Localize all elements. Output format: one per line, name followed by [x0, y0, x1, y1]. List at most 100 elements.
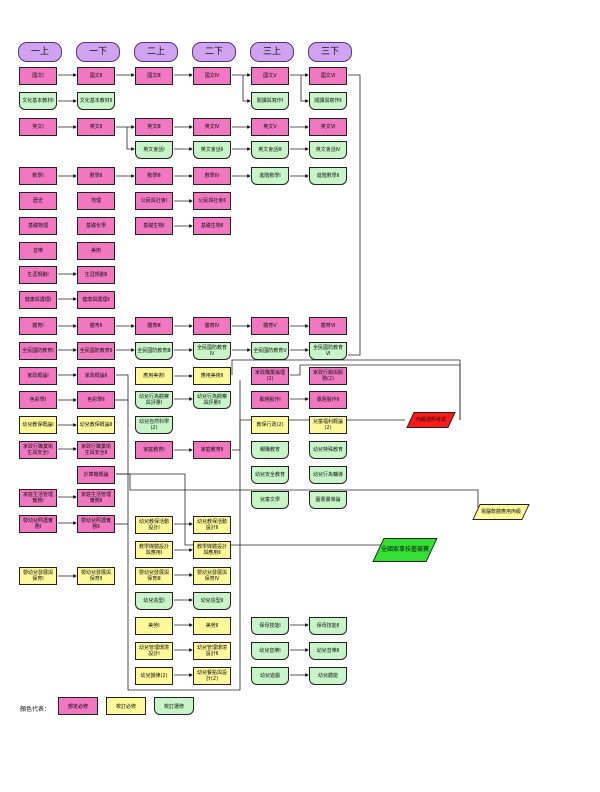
course-box-c3: 國文Ⅲ — [135, 67, 173, 85]
course-box-c61: 幼兒行為觀察與評量Ⅰ — [135, 391, 173, 409]
course-box-c43: 體育Ⅲ — [135, 317, 173, 335]
course-box-c32: 基礎化學 — [77, 217, 115, 235]
course-box-c12: 英文Ⅱ — [77, 118, 115, 136]
header-grade2-spring: 二下 — [192, 42, 236, 62]
course-box-c57: 家政職業倫理(2) — [251, 367, 289, 385]
course-box-c9: 閱讀與寫作Ⅰ — [251, 92, 289, 110]
course-box-c99: 幼兒管理環境設計Ⅰ — [135, 642, 173, 660]
course-box-c45: 體育Ⅴ — [251, 317, 289, 335]
course-box-c75: 幼兒特殊教育 — [309, 441, 347, 459]
course-box-c59: 色彩學Ⅰ — [19, 391, 57, 409]
course-box-c87: 教學媒體設計與應用Ⅰ — [135, 541, 173, 559]
yellow-cert-tag: 電腦軟體應用丙級 — [472, 504, 530, 520]
course-box-c37: 生涯規劃Ⅰ — [19, 266, 57, 284]
header-grade3-spring: 三下 — [308, 42, 352, 62]
course-box-c64: 專題製作Ⅱ — [309, 391, 347, 409]
header-grade2-fall: 二上 — [134, 42, 178, 62]
course-box-c73: 家庭教育Ⅱ — [193, 441, 231, 459]
course-box-c30: 公民與社會Ⅱ — [193, 192, 231, 210]
course-box-c40: 健康與護理Ⅱ — [77, 291, 115, 309]
course-box-c97: 保母技能Ⅰ — [251, 617, 289, 635]
course-box-c83: 嬰幼兒照護實務Ⅰ — [19, 515, 57, 533]
course-box-c96: 美勞Ⅱ — [193, 617, 231, 635]
course-box-c7: 文化基本教材Ⅰ — [19, 92, 57, 110]
course-box-c93: 幼兒造型Ⅰ — [135, 592, 173, 610]
course-box-c1: 國文Ⅰ — [19, 67, 57, 85]
course-box-c76: 計算機概論 — [77, 466, 115, 484]
header-grade1-spring: 一下 — [76, 42, 120, 62]
red-cert-tag: 丙級證照考試 — [406, 412, 456, 428]
course-box-c6: 國文Ⅵ — [309, 67, 347, 85]
course-box-c36: 美術 — [77, 242, 115, 260]
course-box-c88: 教學媒體設計與應用Ⅱ — [193, 541, 231, 559]
course-box-c34: 基礎生物Ⅱ — [193, 217, 231, 235]
course-box-c66: 幼兒教保概論Ⅱ — [77, 416, 115, 434]
course-box-c62: 幼兒行為觀察與評量Ⅱ — [193, 391, 231, 409]
course-box-c69: 兒童福利概論(2) — [309, 416, 347, 434]
header-grade1-fall: 一上 — [18, 42, 62, 62]
legend-green: 校訂選修 — [154, 697, 194, 715]
course-box-c24: 數學Ⅳ — [193, 167, 231, 185]
course-box-c41: 體育Ⅰ — [19, 317, 57, 335]
course-box-c27: 歷史 — [19, 192, 57, 210]
course-box-c106: 幼兒體能 — [309, 667, 347, 685]
course-box-c22: 數學Ⅱ — [77, 167, 115, 185]
course-box-c48: 全民國防教育Ⅱ — [77, 342, 115, 360]
course-box-c70: 家政行職業衛生與安全Ⅰ — [19, 441, 57, 459]
course-box-c33: 基礎生物Ⅰ — [135, 217, 173, 235]
course-box-c79: 兒童文學 — [251, 491, 289, 509]
course-box-c35: 音樂 — [19, 242, 57, 260]
course-box-c77: 幼兒安全教育 — [251, 466, 289, 484]
course-box-c19: 英文會話Ⅲ — [251, 141, 289, 159]
course-box-c60: 色彩學Ⅱ — [77, 391, 115, 409]
course-box-c8: 文化基本教材Ⅱ — [77, 92, 115, 110]
course-box-c55: 應用美術Ⅰ — [135, 367, 173, 385]
course-box-c17: 英文會話Ⅰ — [135, 141, 173, 159]
course-box-c52: 全民國防教育Ⅵ — [309, 342, 347, 360]
course-box-c15: 英文Ⅴ — [251, 118, 289, 136]
course-box-c16: 英文Ⅵ — [309, 118, 347, 136]
legend-pink: 部定必修 — [58, 697, 98, 715]
course-box-c92: 嬰幼兒發展與保育Ⅳ — [193, 567, 231, 585]
course-box-c94: 幼兒造型Ⅱ — [193, 592, 231, 610]
course-box-c2: 國文Ⅱ — [77, 67, 115, 85]
course-box-c11: 英文Ⅰ — [19, 118, 57, 136]
course-box-c82: 家庭生活管理實務Ⅱ — [77, 489, 115, 507]
course-box-c29: 公民與社會Ⅰ — [135, 192, 173, 210]
course-box-c5: 國文Ⅴ — [251, 67, 289, 85]
course-box-c14: 英文Ⅳ — [193, 118, 231, 136]
course-box-c102: 幼兒音樂Ⅱ — [309, 642, 347, 660]
legend-yellow: 校訂必修 — [106, 697, 146, 715]
course-box-c78: 幼兒行為輔導 — [309, 466, 347, 484]
course-box-c38: 生涯規劃Ⅱ — [77, 266, 115, 284]
course-box-c74: 親職教育 — [251, 441, 289, 459]
course-box-c84: 嬰幼兒照護實務Ⅱ — [77, 515, 115, 533]
course-box-c25: 進階數學Ⅰ — [251, 167, 289, 185]
course-box-c13: 英文Ⅲ — [135, 118, 173, 136]
course-box-c104: 幼兒餐點與設計(2) — [193, 667, 231, 685]
course-box-c39: 健康與護理Ⅰ — [19, 291, 57, 309]
course-box-c46: 體育Ⅵ — [309, 317, 347, 335]
course-box-c23: 數學Ⅲ — [135, 167, 173, 185]
course-box-c98: 保母技能Ⅱ — [309, 617, 347, 635]
course-box-c18: 英文會話Ⅱ — [193, 141, 231, 159]
green-contest-tag: 全國家事技藝競賽 — [372, 538, 438, 562]
course-box-c65: 幼兒教保概論Ⅰ — [19, 416, 57, 434]
course-box-c71: 家政行職業衛生與安全Ⅱ — [77, 441, 115, 459]
header-grade3-fall: 三上 — [250, 42, 294, 62]
course-box-c86: 幼兒教保活動設計Ⅱ — [193, 516, 231, 534]
course-box-c89: 嬰幼兒發展與保育Ⅰ — [19, 567, 57, 585]
course-box-c49: 全民國防教育Ⅲ — [135, 342, 173, 360]
course-box-c81: 家庭生活管理實務Ⅰ — [19, 489, 57, 507]
course-box-c100: 幼兒管理環境設計Ⅱ — [193, 642, 231, 660]
course-box-c63: 專題製作Ⅰ — [251, 391, 289, 409]
course-box-c51: 全民國防教育Ⅴ — [251, 342, 289, 360]
course-box-c4: 國文Ⅳ — [193, 67, 231, 85]
course-box-c95: 美勞Ⅰ — [135, 617, 173, 635]
course-box-c85: 幼兒教保活動設計Ⅰ — [135, 516, 173, 534]
course-box-c53: 家政概論Ⅰ — [19, 367, 57, 385]
course-box-c10: 閱讀與寫作Ⅱ — [309, 92, 347, 110]
course-box-c21: 數學Ⅰ — [19, 167, 57, 185]
